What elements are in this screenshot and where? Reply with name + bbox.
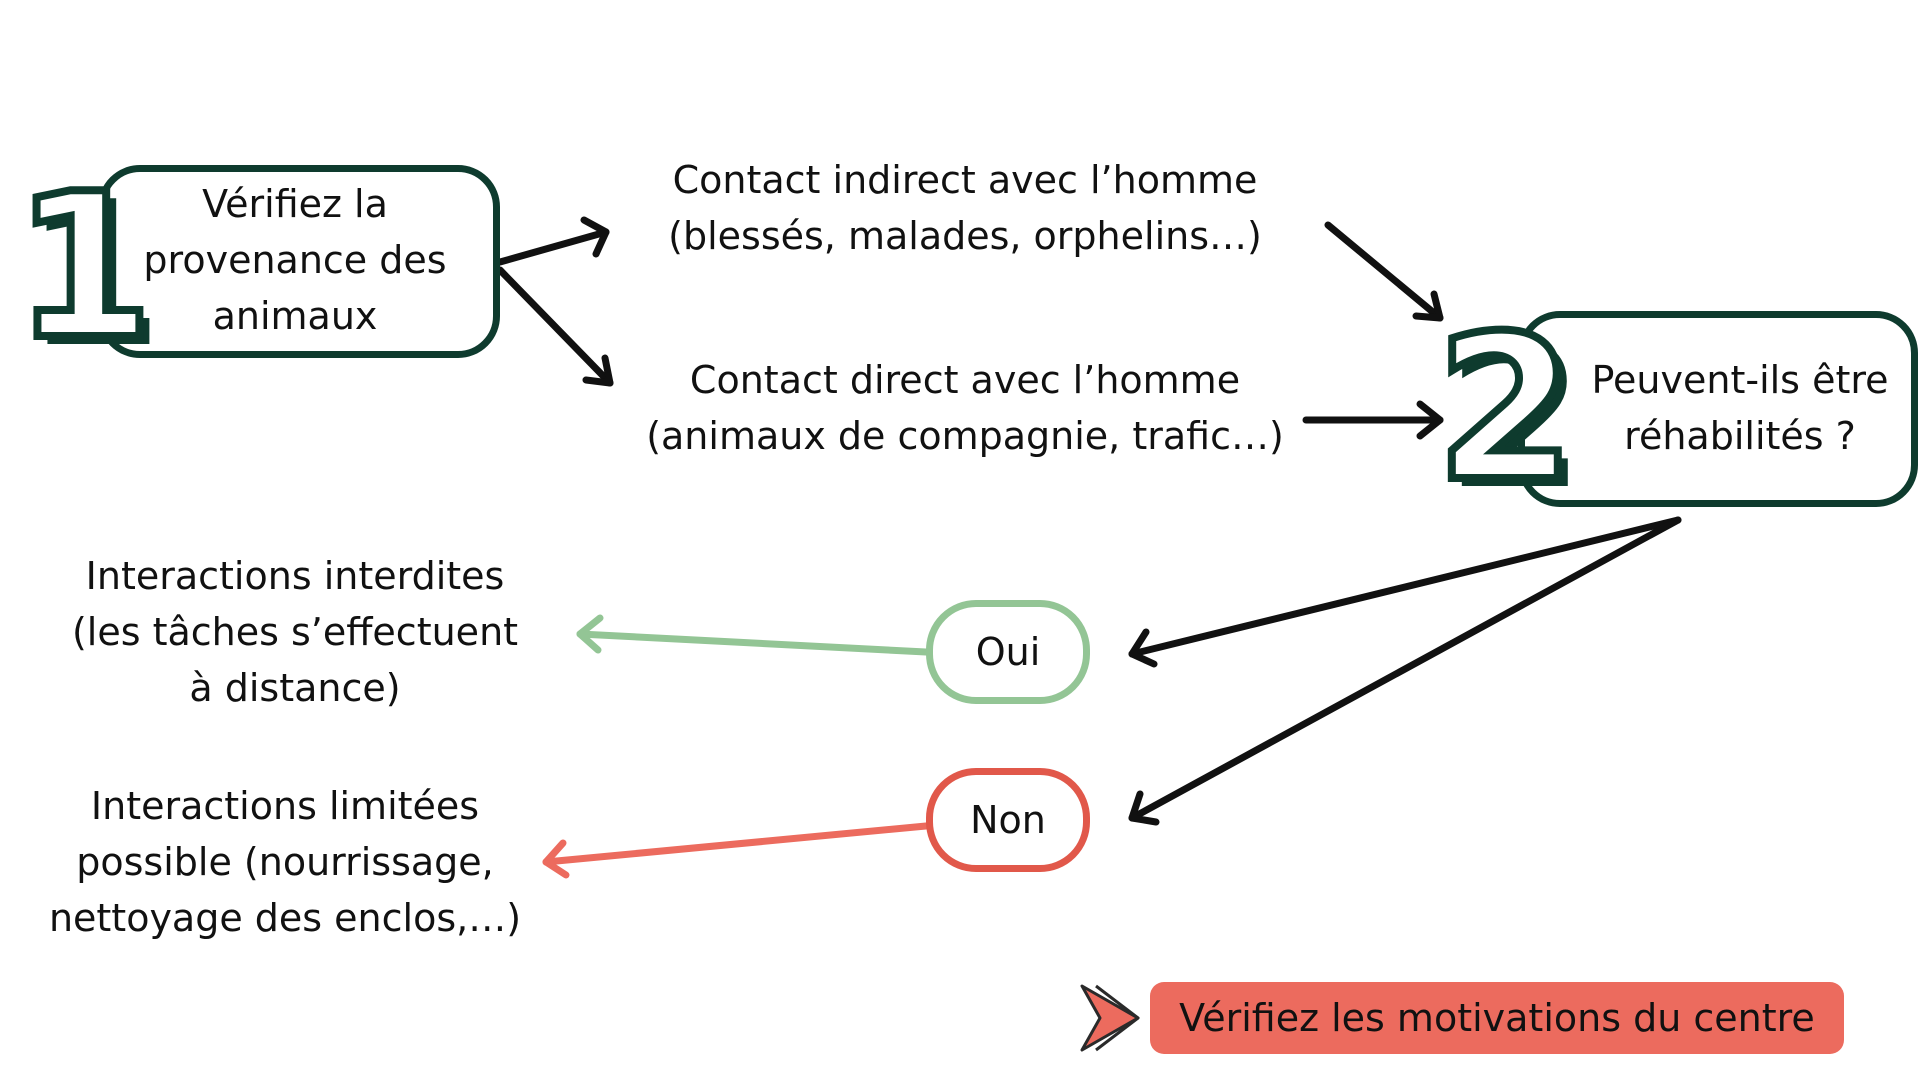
step1-text: Vérifiez la provenance des animaux xyxy=(120,176,470,344)
step1-line-3: animaux xyxy=(212,294,378,338)
outcome-non-line-3: nettoyage des enclos,…) xyxy=(48,896,522,940)
arrow-non-to-outcome-head xyxy=(542,839,570,879)
outcome-oui-text: Interactions interdites (les tâches s’ef… xyxy=(40,548,550,716)
branch-indirect-line-2: (blessés, malades, orphelins…) xyxy=(668,214,1262,258)
answer-non: Non xyxy=(926,768,1090,872)
outcome-non-line-2: possible (nourrissage, xyxy=(76,840,494,884)
step1-box xyxy=(98,165,500,358)
answer-oui: Oui xyxy=(926,600,1090,704)
arrow-oui-to-outcome xyxy=(576,630,930,656)
step1-line-2: provenance des xyxy=(143,238,447,282)
step2-box xyxy=(1518,311,1918,507)
arrow-direct-to-step2-head xyxy=(1416,400,1444,440)
arrow-step1-to-direct xyxy=(496,266,614,387)
arrow-oui-to-outcome-head xyxy=(576,614,604,654)
outcome-oui-line-2: (les tâches s’effectuent xyxy=(71,610,519,654)
step1-number: 1 xyxy=(10,151,157,384)
outcome-oui-line-3: à distance) xyxy=(189,666,401,710)
arrow-indirect-to-step2 xyxy=(1324,221,1444,322)
arrow-step2-to-non-head xyxy=(1128,790,1160,826)
branch-indirect-line-1: Contact indirect avec l’homme xyxy=(672,158,1258,202)
step1-line-1: Vérifiez la xyxy=(202,182,388,226)
double-chevron-right-icon xyxy=(1080,984,1140,1052)
branch-direct-line-1: Contact direct avec l’homme xyxy=(689,358,1241,402)
step2-number: 2 xyxy=(1432,293,1579,526)
outcome-oui-line-1: Interactions interdites xyxy=(85,554,505,598)
step2-line-1: Peuvent-ils être xyxy=(1591,358,1889,402)
branch-indirect-text: Contact indirect avec l’homme (blessés, … xyxy=(630,152,1300,264)
arrow-indirect-to-step2-head xyxy=(1412,290,1444,322)
step2-text: Peuvent-ils être réhabilités ? xyxy=(1570,352,1910,464)
outcome-non-text: Interactions limitées possible (nourriss… xyxy=(30,778,540,946)
arrow-step2-to-oui xyxy=(1128,516,1682,658)
arrow-step1-to-indirect-head xyxy=(580,216,610,258)
arrow-step1-to-indirect xyxy=(496,228,610,266)
cta-verify-motivations[interactable]: Vérifiez les motivations du centre xyxy=(1150,982,1844,1054)
arrow-step2-to-oui-head xyxy=(1128,628,1158,668)
arrow-step2-to-non xyxy=(1128,516,1682,822)
arrow-step1-to-direct-head xyxy=(582,354,614,387)
step2-line-2: réhabilités ? xyxy=(1624,414,1856,458)
branch-direct-text: Contact direct avec l’homme (animaux de … xyxy=(620,352,1310,464)
outcome-non-line-1: Interactions limitées xyxy=(90,784,480,828)
branch-direct-line-2: (animaux de compagnie, trafic…) xyxy=(646,414,1284,458)
arrow-non-to-outcome xyxy=(542,822,930,866)
